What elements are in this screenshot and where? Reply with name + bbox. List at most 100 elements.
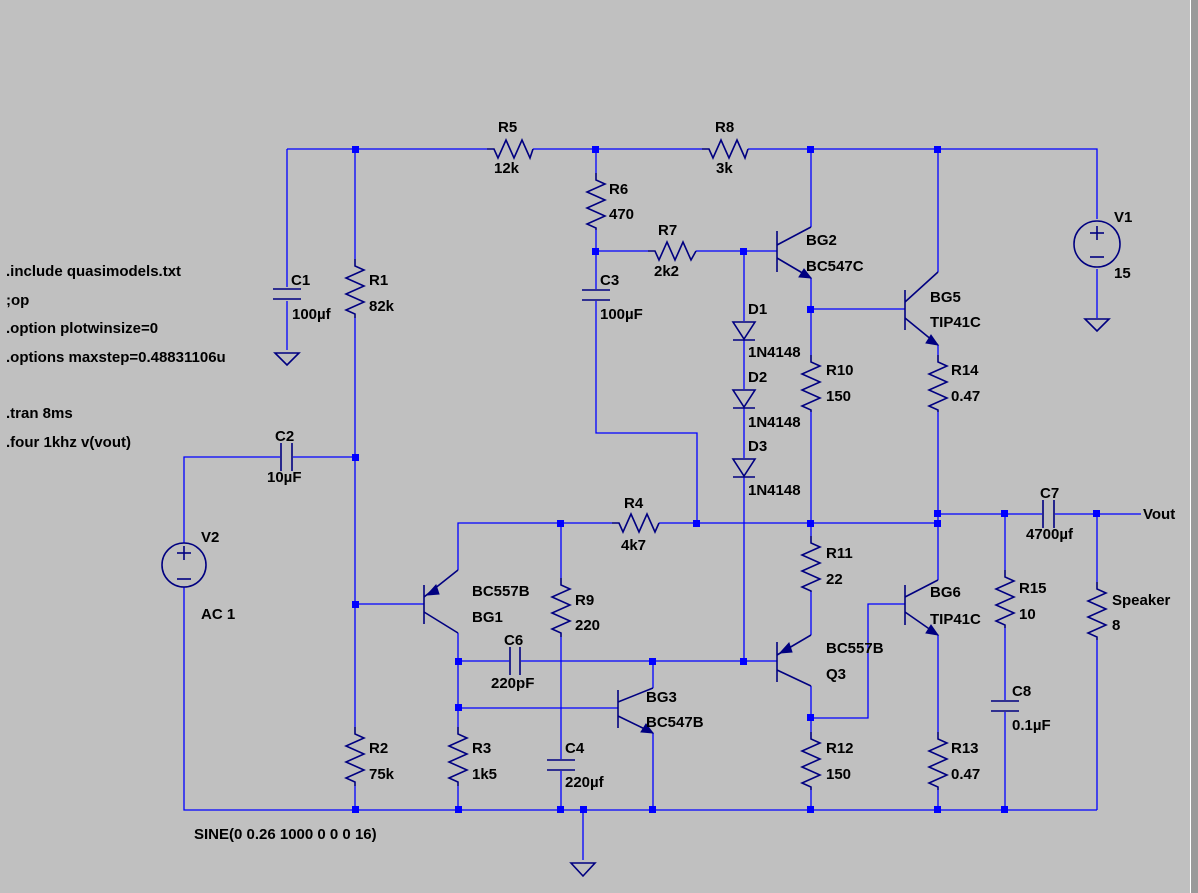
label-v2-name: V2 <box>201 529 219 546</box>
label-c3-name: C3 <box>600 272 619 289</box>
label-r10-value: 150 <box>826 388 851 405</box>
ground-icon <box>569 862 597 878</box>
transistors[interactable] <box>423 226 940 734</box>
transistor-bg1 <box>423 569 459 634</box>
label-r7-name: R7 <box>658 222 677 239</box>
label-c3-value: 100µF <box>600 306 643 323</box>
label-c2-value: 10µF <box>267 469 302 486</box>
label-r3-name: R3 <box>472 740 491 757</box>
label-speaker-value: 8 <box>1112 617 1120 634</box>
label-bg2-name: BG2 <box>806 232 837 249</box>
label-r2-value: 75k <box>369 766 395 783</box>
label-d3-name: D3 <box>748 438 767 455</box>
resistor-r4 <box>612 512 660 534</box>
label-r7-value: 2k2 <box>654 263 679 280</box>
label-r4-value: 4k7 <box>621 537 646 554</box>
voltage-sources[interactable] <box>161 220 1121 588</box>
directive-op[interactable]: ;op <box>6 291 30 309</box>
resistor-r8 <box>702 138 749 161</box>
label-r6-value: 470 <box>609 206 634 223</box>
label-c1-name: C1 <box>291 272 310 289</box>
resistor-r2 <box>344 727 366 786</box>
label-r8-name: R8 <box>715 119 734 136</box>
label-r3-value: 1k5 <box>472 766 497 783</box>
label-r11-value: 22 <box>826 571 843 588</box>
label-r15-name: R15 <box>1019 580 1047 597</box>
label-r5-value: 12k <box>494 160 520 177</box>
label-bg5-name: BG5 <box>930 289 961 306</box>
label-r11-name: R11 <box>826 545 853 562</box>
label-vout-net: Vout <box>1143 506 1175 523</box>
directive-maxstep[interactable]: .options maxstep=0.48831106u <box>6 348 226 366</box>
capacitor-c1 <box>273 288 301 300</box>
resistor-r9 <box>550 578 572 637</box>
diode-d2 <box>731 389 757 409</box>
label-d1-value: 1N4148 <box>748 344 801 361</box>
label-q3-value: BC557B <box>826 640 884 657</box>
ground-symbols <box>273 318 1111 878</box>
label-r8-value: 3k <box>716 160 733 177</box>
transistor-q3 <box>776 634 812 687</box>
label-c7-value: 4700µf <box>1026 526 1074 543</box>
resistor-r5 <box>487 138 534 161</box>
label-c2-name: C2 <box>275 428 294 445</box>
transistor-bg5 <box>904 271 940 346</box>
label-bg5-value: TIP41C <box>930 314 981 331</box>
wires[interactable] <box>183 148 1141 860</box>
resistor-r7 <box>648 240 697 262</box>
spice-directives: .include quasimodels.txt ;op .option plo… <box>6 258 226 457</box>
label-r13-name: R13 <box>951 740 979 757</box>
directive-plotwinsize[interactable]: .option plotwinsize=0 <box>6 320 159 337</box>
capacitor-c8 <box>991 700 1019 712</box>
label-bg6-value: TIP41C <box>930 611 981 628</box>
label-d3-value: 1N4148 <box>748 482 801 499</box>
resistor-r12 <box>800 732 822 790</box>
label-r13-value: 0.47 <box>951 766 980 783</box>
resistor-r1 <box>344 259 366 318</box>
label-d2-value: 1N4148 <box>748 414 801 431</box>
junctions <box>352 146 1100 813</box>
capacitors[interactable] <box>273 288 1055 771</box>
label-d1-name: D1 <box>748 301 767 318</box>
diode-d3 <box>731 458 757 478</box>
capacitor-c7 <box>1042 500 1055 528</box>
capacitor-c6 <box>509 647 521 675</box>
label-bg3-name: BG3 <box>646 689 677 706</box>
capacitor-c3 <box>582 289 610 301</box>
label-v1-name: V1 <box>1114 209 1132 226</box>
resistor-r10 <box>800 355 822 412</box>
ground-icon <box>273 352 301 367</box>
window-edge <box>1190 0 1198 893</box>
transistor-bg2 <box>776 226 813 279</box>
resistors[interactable] <box>344 138 1108 790</box>
capacitor-c2 <box>280 443 293 471</box>
label-r9-value: 220 <box>575 617 600 634</box>
label-c6-name: C6 <box>504 632 523 649</box>
label-c7-name: C7 <box>1040 485 1059 502</box>
label-c8-name: C8 <box>1012 683 1031 700</box>
label-d2-name: D2 <box>748 369 767 386</box>
label-speaker-name: Speaker <box>1112 592 1171 609</box>
directive-include[interactable]: .include quasimodels.txt <box>6 263 182 280</box>
label-bg2-value: BC547C <box>806 258 864 275</box>
resistor-r3 <box>447 727 469 786</box>
label-v2-value: AC 1 <box>201 606 235 623</box>
label-v2-source: SINE(0 0.26 1000 0 0 0 16) <box>194 826 377 843</box>
diodes[interactable] <box>731 321 757 478</box>
label-r1-name: R1 <box>369 272 388 289</box>
label-r12-name: R12 <box>826 740 854 757</box>
directive-tran[interactable]: .tran 8ms <box>6 405 73 422</box>
label-c1-value: 100µf <box>292 306 332 323</box>
label-c8-value: 0.1µF <box>1012 717 1051 734</box>
label-r9-name: R9 <box>575 592 594 609</box>
resistor-r13 <box>927 732 949 790</box>
component-labels: R5 12k R8 3k R6 470 R7 2k2 C1 100µf R1 8… <box>194 119 1175 843</box>
label-r14-name: R14 <box>951 362 979 379</box>
label-r15-value: 10 <box>1019 606 1036 623</box>
directive-four[interactable]: .four 1khz v(vout) <box>6 433 132 451</box>
label-bg6-name: BG6 <box>930 584 961 601</box>
resistor-r15 <box>994 570 1016 628</box>
voltage-source-v2 <box>161 542 207 588</box>
label-bg1-value: BC557B <box>472 583 530 600</box>
